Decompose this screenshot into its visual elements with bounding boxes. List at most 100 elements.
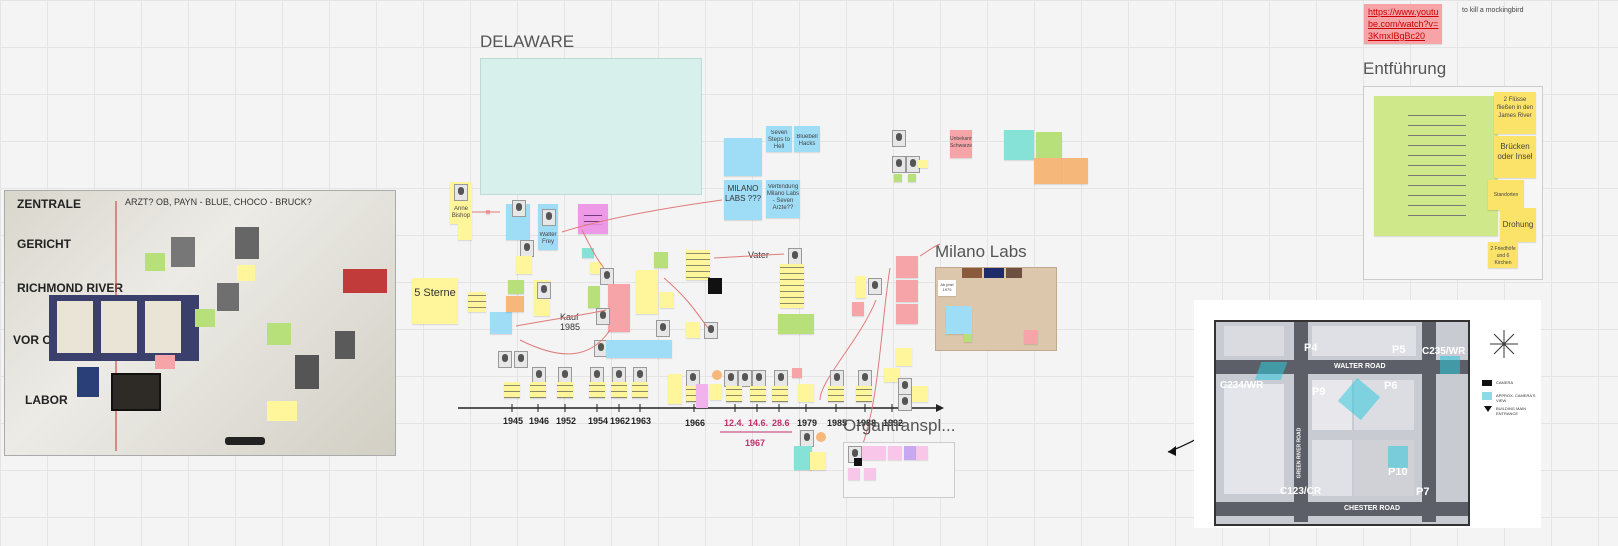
sticky-6[interactable] (636, 270, 658, 314)
label-anne-bishop: Anne Bishop (451, 206, 471, 219)
sticky-8[interactable] (686, 322, 700, 338)
map-image[interactable]: WALTER ROAD CHESTER ROAD GREEN RIVER ROA… (1194, 300, 1541, 528)
sticky-milano-labs-q[interactable] (724, 180, 762, 220)
sticky-5[interactable] (590, 262, 602, 274)
photo-5 (596, 308, 610, 325)
sticky-unknown-victims[interactable] (950, 130, 972, 158)
whiteboard-sticky-1 (145, 253, 165, 271)
sticky-blue-wide[interactable] (606, 340, 672, 358)
tl-sticky-6[interactable] (632, 382, 648, 398)
organ-sticky-3[interactable] (904, 446, 916, 460)
tl-sticky-4[interactable] (589, 382, 605, 398)
sticky-green-1[interactable] (508, 280, 524, 294)
sticky-green-7[interactable] (1036, 132, 1062, 158)
sticky-13[interactable] (896, 348, 912, 366)
frame-delaware[interactable] (480, 58, 702, 195)
tl-photo-13 (830, 370, 844, 387)
sticky-bluebell[interactable] (794, 126, 820, 152)
sticky-pink-5[interactable] (852, 302, 864, 316)
sticky-green-5[interactable] (894, 174, 902, 182)
label-friedhoefe: 2 Friedhöfe und 6 Kirchen (1490, 246, 1516, 266)
map-block-3 (1312, 440, 1352, 496)
year-1966: 1966 (685, 418, 706, 428)
organ-sticky-6[interactable] (864, 468, 876, 480)
sticky-pink-1[interactable] (608, 284, 630, 332)
sticky-teal-1[interactable] (1004, 130, 1034, 160)
tl-sticky-magenta[interactable] (696, 384, 708, 408)
tl-sticky-7[interactable] (668, 374, 682, 404)
entfuehrung-lines (1408, 106, 1466, 224)
sticky-9[interactable] (686, 250, 710, 280)
whiteboard-sticky-7 (267, 401, 297, 421)
tl-sticky-17[interactable] (810, 452, 826, 470)
tl-sticky-5[interactable] (611, 382, 627, 398)
tl-sticky-teal[interactable] (794, 446, 812, 470)
map-label-p5: P5 (1392, 344, 1406, 356)
map-label-chester: CHESTER ROAD (1344, 505, 1401, 512)
sticky-11[interactable] (918, 160, 928, 168)
sticky-green-3[interactable] (654, 252, 668, 268)
tl-sticky-9[interactable] (710, 384, 722, 400)
sticky-seven-steps[interactable] (766, 126, 792, 152)
tl-sticky-pink[interactable] (792, 368, 802, 378)
sticky-2[interactable] (516, 256, 532, 274)
tl-sticky-11[interactable] (750, 386, 766, 402)
tl-sticky-15[interactable] (856, 386, 872, 402)
milano-logo-triangle (984, 268, 1004, 278)
sticky-pink-4[interactable] (896, 304, 918, 324)
whiteboard-photo[interactable]: ZENTRALE GERICHT RICHMOND RIVER VOR ORT … (4, 190, 396, 456)
sticky-orange-1[interactable] (506, 296, 524, 312)
sticky-pink-3[interactable] (896, 280, 918, 302)
tl-sticky-10[interactable] (726, 386, 742, 402)
sticky-milano-pink[interactable] (1024, 330, 1038, 344)
map-label-walter: WALTER ROAD (1334, 363, 1386, 370)
whiteboard-label-zentrale: ZENTRALE (17, 197, 81, 211)
label-five-stars: 5 Sterne (414, 287, 456, 299)
photo-7 (656, 320, 670, 337)
sticky-link[interactable] (1364, 4, 1442, 44)
label-drohung: Drohung (1502, 220, 1534, 229)
sticky-green-4[interactable] (778, 314, 814, 334)
sticky-milano-green[interactable] (964, 334, 972, 342)
sticky-verbindung[interactable] (766, 180, 800, 218)
sticky-7[interactable] (660, 292, 674, 308)
sticky-pink-2[interactable] (896, 256, 918, 278)
youtube-link[interactable]: https://www.youtube.com/watch?v=3KmxIBgB… (1368, 7, 1439, 41)
sticky-small-1[interactable] (458, 224, 472, 240)
organ-sticky-2[interactable] (888, 446, 902, 460)
sticky-3[interactable] (468, 292, 486, 312)
sticky-green-2[interactable] (588, 286, 600, 308)
sticky-10[interactable] (780, 264, 804, 308)
sticky-orange-3[interactable] (1062, 158, 1088, 184)
organ-sticky-5[interactable] (848, 468, 860, 480)
photo-anne-bishop (454, 184, 468, 201)
sticky-since-1979[interactable] (938, 280, 956, 296)
sticky-green-6[interactable] (908, 174, 916, 182)
tl-sticky-3[interactable] (557, 382, 573, 398)
organ-sticky-1[interactable] (862, 446, 886, 460)
sticky-friedhoefe[interactable] (1488, 242, 1518, 268)
tl-sticky-12[interactable] (772, 386, 788, 402)
whiteboard-sticky-3 (267, 323, 291, 345)
tl-sticky-13[interactable] (798, 384, 814, 402)
sticky-14[interactable] (884, 368, 900, 382)
whiteboard-top-note: ARZT? OB, PAYN - BLUE, CHOCO - BRUCK? (125, 197, 312, 207)
sticky-fluesse[interactable] (1494, 92, 1536, 134)
milano-image-1 (962, 268, 982, 278)
tl-sticky-1[interactable] (504, 382, 520, 398)
tl-sticky-16[interactable] (912, 386, 928, 402)
organ-black (854, 458, 862, 466)
sticky-blue-2[interactable] (490, 312, 512, 334)
sticky-teal-small[interactable] (582, 248, 594, 258)
sticky-five-stars[interactable] (412, 278, 458, 324)
tl-sticky-2[interactable] (530, 382, 546, 398)
sticky-12[interactable] (856, 276, 866, 298)
sticky-standorte[interactable] (1488, 180, 1524, 210)
sticky-blue-3[interactable] (724, 138, 762, 176)
organ-sticky-4[interactable] (916, 446, 928, 460)
tl-sticky-14[interactable] (828, 386, 844, 402)
sticky-orange-2[interactable] (1034, 158, 1062, 184)
sticky-bruecken[interactable] (1494, 136, 1536, 178)
sticky-drohung[interactable] (1500, 208, 1536, 242)
sticky-milano-blue[interactable] (946, 306, 972, 334)
